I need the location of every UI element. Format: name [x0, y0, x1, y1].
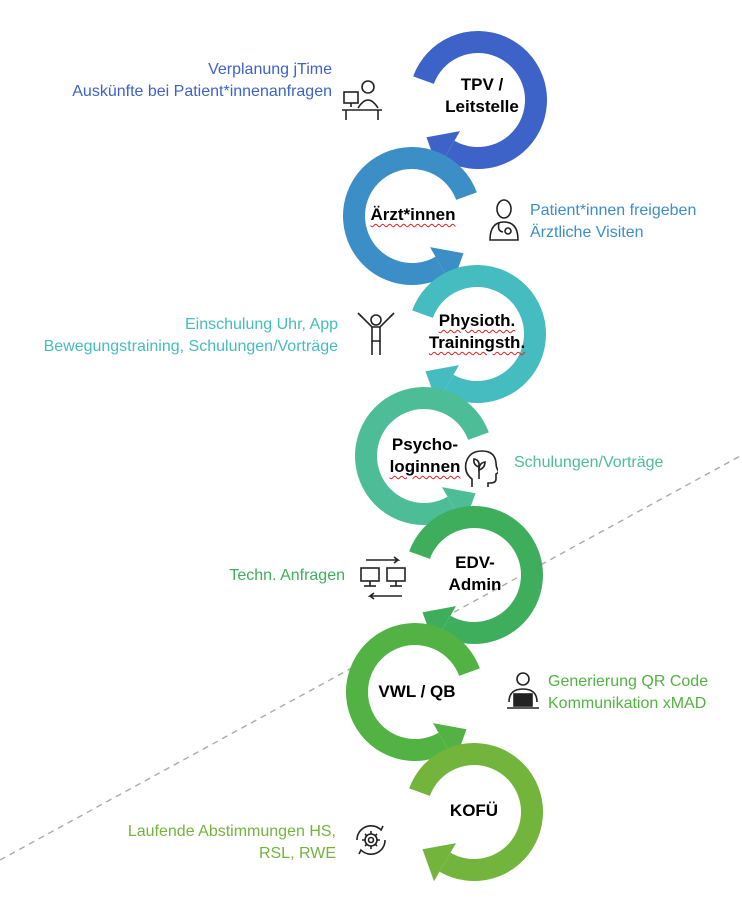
gear-cycle-icon — [356, 825, 386, 855]
stage-label-psycho: Psycho-loginnen — [389, 435, 461, 476]
computer-exchange-icon — [360, 556, 406, 600]
loop-arc-edv — [409, 506, 543, 644]
loop-arc-tpv — [413, 31, 547, 169]
stage-label-vwl: VWL / QB — [378, 682, 456, 701]
desk-person-icon — [342, 80, 382, 120]
stage-label-edv: EDV-Admin — [448, 553, 502, 594]
loop-arc-psycho — [355, 387, 489, 525]
loop-arc-aerzte — [343, 147, 477, 285]
stage-label-physio: Physioth.Trainingsth. — [428, 311, 526, 352]
stage-label-aerzte: Ärzt*innen — [370, 205, 456, 224]
laptop-person-icon — [507, 672, 539, 709]
loop-arc-vwl — [346, 623, 480, 761]
stage-label-tpv: TPV /Leitstelle — [445, 75, 519, 116]
stage-label-kofu: KOFÜ — [449, 801, 499, 820]
head-growth-icon — [464, 450, 498, 487]
loop-arc-kofu — [409, 743, 543, 881]
loop-arrowhead-kofu — [422, 843, 456, 882]
task-text-edv: Techn. Anfragen — [229, 567, 345, 584]
doctor-icon — [489, 199, 519, 241]
exercise-person-icon — [357, 312, 395, 355]
loop-arc-physio — [412, 265, 546, 403]
task-text-psycho: Schulungen/Vorträge — [514, 454, 664, 471]
task-text-kofu: Laufende Abstimmungen HS,RSL, RWE — [127, 823, 336, 862]
